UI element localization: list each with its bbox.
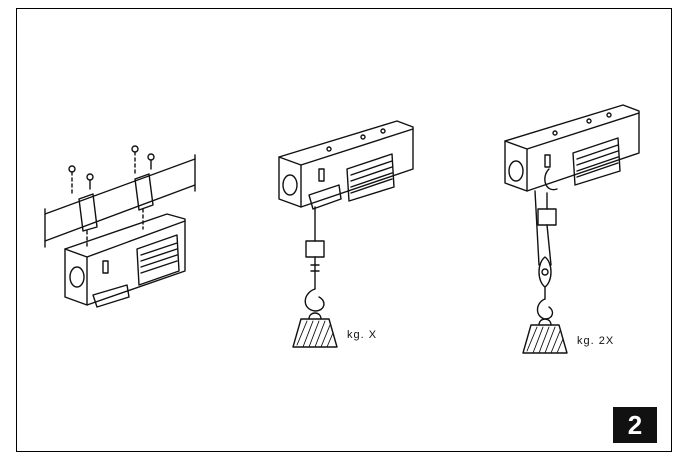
installation-view	[44, 145, 196, 308]
limit-block	[305, 240, 325, 258]
double-fall-view	[504, 104, 640, 354]
figure-frame: kg. X kg. 2X 2	[16, 8, 672, 452]
tube-bottom-edge	[44, 184, 196, 242]
label-double-load: kg. 2X	[577, 335, 615, 347]
hoist-body-right	[504, 104, 640, 192]
limit-block-right	[537, 208, 557, 226]
motor-housing	[136, 234, 180, 286]
screw-icons	[68, 145, 155, 250]
single-fall-view	[278, 120, 414, 348]
cable-double-right	[546, 224, 552, 266]
right-bracket	[134, 173, 154, 211]
figure-number-badge: 2	[613, 407, 657, 443]
weight-icon-right	[522, 324, 568, 354]
hoist-body-left	[64, 213, 186, 306]
label-single-load: kg. X	[347, 329, 378, 341]
figure-number: 2	[627, 409, 643, 440]
tube-top-edge	[44, 158, 196, 215]
cable-double-left	[534, 190, 540, 266]
hook-icon	[304, 288, 325, 312]
hoist-body-middle	[278, 120, 414, 208]
hoist-illustration	[44, 104, 640, 354]
left-bracket	[78, 193, 98, 232]
weight-icon	[292, 318, 338, 348]
hoist-side-hole	[69, 266, 85, 288]
pulley-icon	[538, 256, 552, 288]
